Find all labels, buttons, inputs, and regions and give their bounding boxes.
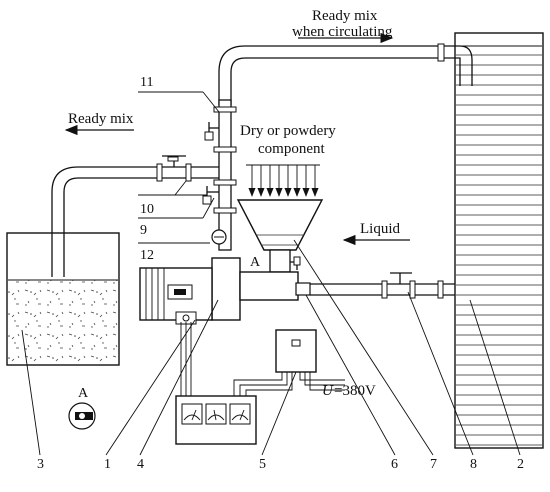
valve-9: [202, 186, 219, 205]
callout-5: 5: [259, 457, 266, 472]
label-ready-mix: Ready mix: [68, 111, 134, 127]
valve-11: [204, 122, 219, 141]
pressure-gauge-12: [211, 229, 227, 245]
callout-2: 2: [517, 457, 524, 472]
vertical-riser: [213, 99, 237, 251]
callout-6: 6: [391, 457, 398, 472]
label-point-a: A: [250, 255, 261, 270]
control-panel-meters: [175, 395, 257, 445]
ready-mix-pipe: [51, 155, 219, 277]
circulation-pipe: [218, 43, 473, 105]
mix-tank: [6, 232, 120, 366]
electric-motor: [139, 267, 213, 325]
label-ready-mix-circulating-2: when circulating: [292, 24, 393, 40]
detail-a-view: [68, 402, 96, 430]
liquid-tank: [454, 32, 544, 449]
callout-4: 4: [137, 457, 144, 472]
label-liquid: Liquid: [360, 221, 400, 237]
callout-1: 1: [104, 457, 111, 472]
callout-8: 8: [470, 457, 477, 472]
label-detail-a: A: [78, 386, 89, 401]
flow-arrows: [64, 32, 410, 246]
callout-12: 12: [140, 248, 154, 263]
callout-3: 3: [37, 457, 44, 472]
liquid-inlet-pipe: [310, 272, 455, 299]
power-wiring: [180, 322, 345, 396]
dry-component-arrows: [246, 164, 320, 197]
callout-11: 11: [140, 75, 153, 90]
hopper: [236, 199, 324, 273]
callout-9: 9: [140, 223, 147, 238]
label-dry-component-1: Dry or powdery: [240, 123, 336, 139]
label-dry-component-2: component: [258, 141, 325, 157]
label-voltage-value: =380V: [334, 383, 376, 399]
leader-lines: [21, 91, 521, 456]
pump-mixer: [211, 257, 311, 321]
callout-10: 10: [140, 202, 154, 217]
power-supply-box: [275, 329, 317, 373]
label-ready-mix-circulating-1: Ready mix: [312, 8, 378, 24]
label-voltage-symbol: U: [322, 383, 334, 399]
callout-7: 7: [430, 457, 437, 472]
